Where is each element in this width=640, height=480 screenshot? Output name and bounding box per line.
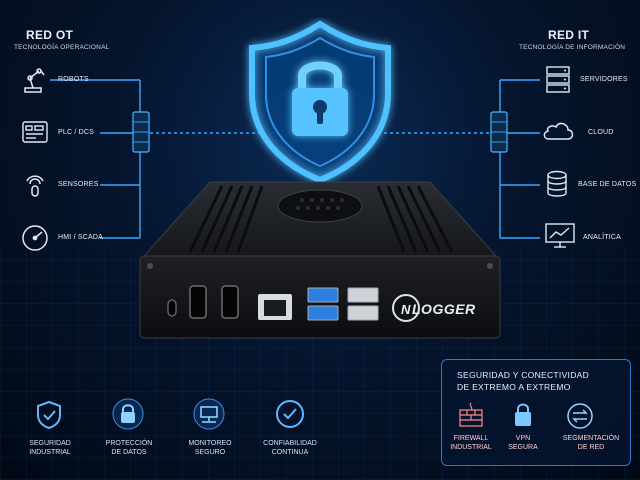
feature-line1: CONFIABILIDAD bbox=[263, 440, 317, 447]
analytics-icon bbox=[545, 223, 575, 248]
monitor-network-icon bbox=[193, 398, 225, 430]
device-brand-logo: LOGGER bbox=[412, 301, 476, 317]
database-icon bbox=[547, 170, 567, 197]
feature-seguridad-industrial: SEGURIDAD INDUSTRIAL bbox=[12, 439, 88, 457]
box-heading-line2: DE EXTREMO A EXTREMO bbox=[457, 382, 571, 392]
shield-check-icon bbox=[37, 400, 61, 430]
box-item-line1: VPN bbox=[515, 435, 531, 442]
feature-line1: SEGURIDAD bbox=[29, 440, 71, 447]
security-feature-box: SEGURIDAD Y CONECTIVIDAD DE EXTREMO A EX… bbox=[441, 359, 631, 466]
vpn-lock-icon bbox=[515, 403, 531, 426]
firewall-icon bbox=[459, 402, 483, 427]
box-heading-line1: SEGURIDAD Y CONECTIVIDAD bbox=[457, 370, 590, 380]
box-item-firewall: FIREWALL INDUSTRIAL bbox=[442, 434, 500, 452]
feature-line2: INDUSTRIAL bbox=[29, 449, 71, 456]
gauge-icon bbox=[22, 225, 48, 251]
ot-item-hmi-scada: HMI / SCADA bbox=[58, 234, 103, 241]
lock-icon bbox=[112, 398, 144, 430]
feature-line1: PROTECCIÓN bbox=[105, 440, 153, 447]
box-item-line1: SEGMENTACIÓN bbox=[562, 435, 620, 442]
red-ot-title: RED OT bbox=[26, 28, 74, 42]
feature-proteccion-de-datos: PROTECCIÓN DE DATOS bbox=[91, 439, 167, 457]
ot-item-plc-dcs: PLC / DCS bbox=[58, 129, 95, 136]
box-item-line2: DE RED bbox=[577, 444, 605, 451]
ot-item-sensores: SENSORES bbox=[58, 181, 99, 188]
box-item-line2: INDUSTRIAL bbox=[450, 444, 492, 451]
security-shield-icon bbox=[249, 20, 391, 184]
robot-arm-icon bbox=[24, 68, 45, 93]
box-item-vpn: VPN SEGURA bbox=[494, 434, 552, 452]
it-item-base-de-datos: BASE DE DATOS bbox=[578, 181, 637, 188]
it-item-servidores: SERVIDORES bbox=[580, 76, 628, 83]
server-icon bbox=[546, 66, 570, 93]
box-item-segmentacion: SEGMENTACIÓN DE RED bbox=[552, 434, 630, 452]
red-it-subtitle: TECNOLOGÍA DE INFORMACIÓN bbox=[519, 44, 626, 51]
box-item-line2: SEGURA bbox=[508, 444, 538, 451]
cloud-icon bbox=[543, 122, 574, 140]
plc-icon bbox=[22, 121, 48, 143]
sensor-icon bbox=[26, 175, 44, 197]
box-item-line1: FIREWALL bbox=[453, 435, 489, 442]
check-circle-icon bbox=[276, 400, 304, 428]
device-box bbox=[139, 181, 501, 339]
feature-line2: SEGURO bbox=[194, 449, 226, 456]
ot-item-robots: ROBOTS bbox=[58, 76, 89, 83]
feature-line2: DE DATOS bbox=[111, 449, 147, 456]
feature-line2: CONTINUA bbox=[271, 449, 309, 456]
feature-line1: MONITOREO bbox=[188, 440, 232, 447]
red-it-title: RED IT bbox=[548, 28, 590, 42]
network-segmentation-icon bbox=[567, 403, 593, 429]
feature-confiabilidad-continua: CONFIABILIDAD CONTINUA bbox=[252, 439, 328, 457]
it-item-analitica: ANALÍTICA bbox=[583, 234, 621, 241]
feature-monitoreo-seguro: MONITOREO SEGURO bbox=[172, 439, 248, 457]
red-ot-subtitle: TECNOLOGÍA OPERACIONAL bbox=[14, 44, 110, 51]
device-logo-n: N bbox=[401, 302, 411, 317]
it-item-cloud: CLOUD bbox=[588, 129, 614, 136]
